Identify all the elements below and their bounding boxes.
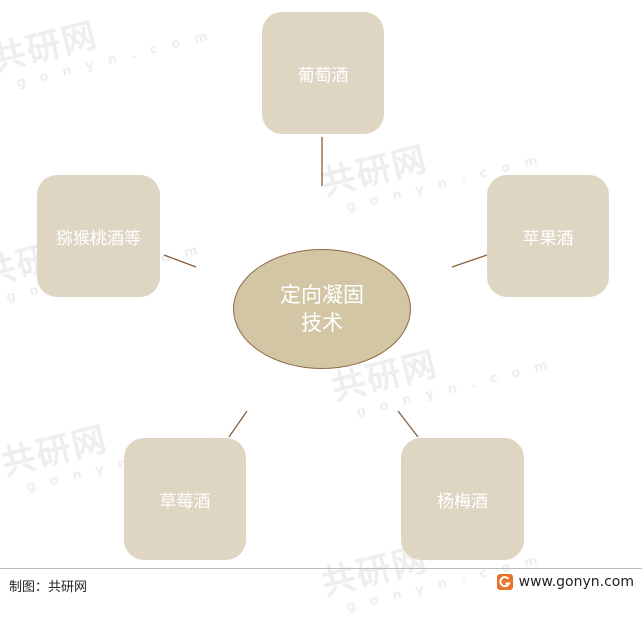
center-label-line2: 技术 <box>301 311 343 335</box>
footer-credit: 制图：共研网 <box>9 580 88 595</box>
node-strawberry-wine: 草莓酒 <box>124 438 246 560</box>
footer-divider <box>0 568 642 569</box>
connector-lower-left <box>228 410 248 438</box>
website-link[interactable]: www.gonyn.com <box>518 574 634 590</box>
node-label: 草莓酒 <box>159 491 211 512</box>
node-label: 猕猴桃酒等 <box>56 228 141 249</box>
node-apple-wine: 苹果酒 <box>487 175 609 297</box>
center-label-line1: 定向凝固 <box>280 283 364 307</box>
node-grape-wine: 葡萄酒 <box>262 12 384 134</box>
connector-upper-right <box>451 254 488 268</box>
footer-website: www.gonyn.com <box>496 574 634 590</box>
node-label: 葡萄酒 <box>297 65 349 86</box>
connector-lower-right <box>397 410 419 438</box>
connector-upper-left <box>163 254 197 268</box>
center-node: 定向凝固 技术 <box>233 249 411 369</box>
connector-lines <box>163 137 488 438</box>
node-bayberry-wine: 杨梅酒 <box>401 438 524 560</box>
node-label: 苹果酒 <box>522 228 574 249</box>
gonyn-logo-icon <box>496 574 513 590</box>
node-kiwi-wine: 猕猴桃酒等 <box>37 175 160 297</box>
node-label: 杨梅酒 <box>437 491 488 512</box>
